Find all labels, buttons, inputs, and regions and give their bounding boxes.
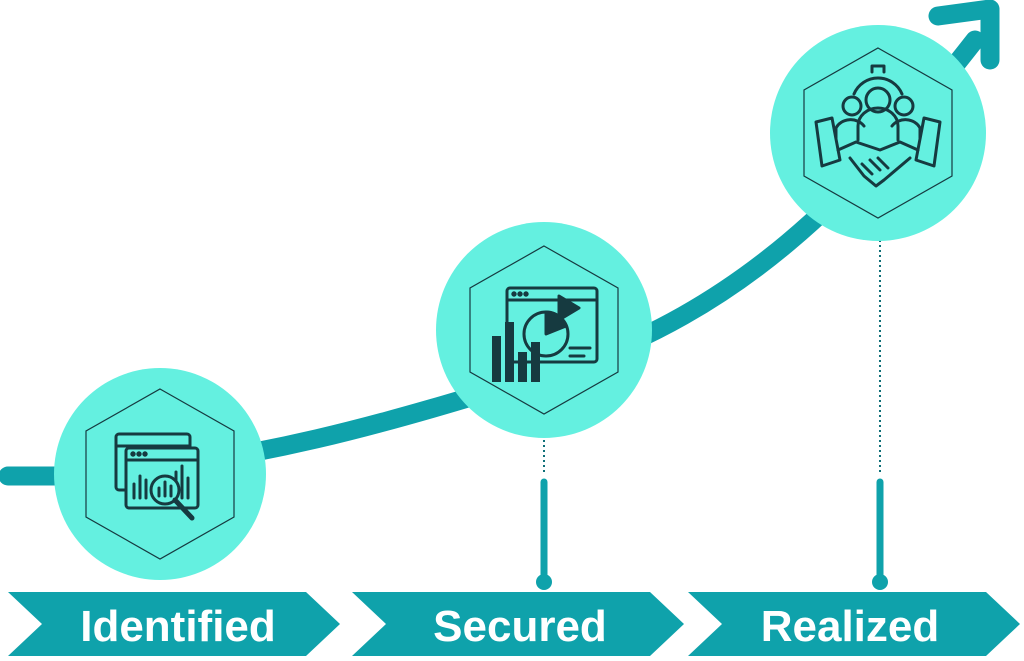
stage-label-secured: Secured [433,602,607,651]
stage-label-identified: Identified [80,602,276,651]
secured-pin-dot [536,574,552,590]
stage-banner-secured: Secured [352,592,684,656]
realized-pin-dot [872,574,888,590]
stage-secured-node [436,222,652,438]
stage-banner-realized: Realized [688,592,1020,656]
stage-banner-identified: Identified [8,592,340,656]
team-handshake-icon [814,64,942,188]
presentation-chart-icon [492,286,599,382]
arrow-head-icon [928,0,1000,70]
analytics-search-icon [114,432,200,521]
stage-identified-node [54,368,266,580]
stage-realized-node [770,25,986,241]
stage-label-realized: Realized [761,602,940,651]
